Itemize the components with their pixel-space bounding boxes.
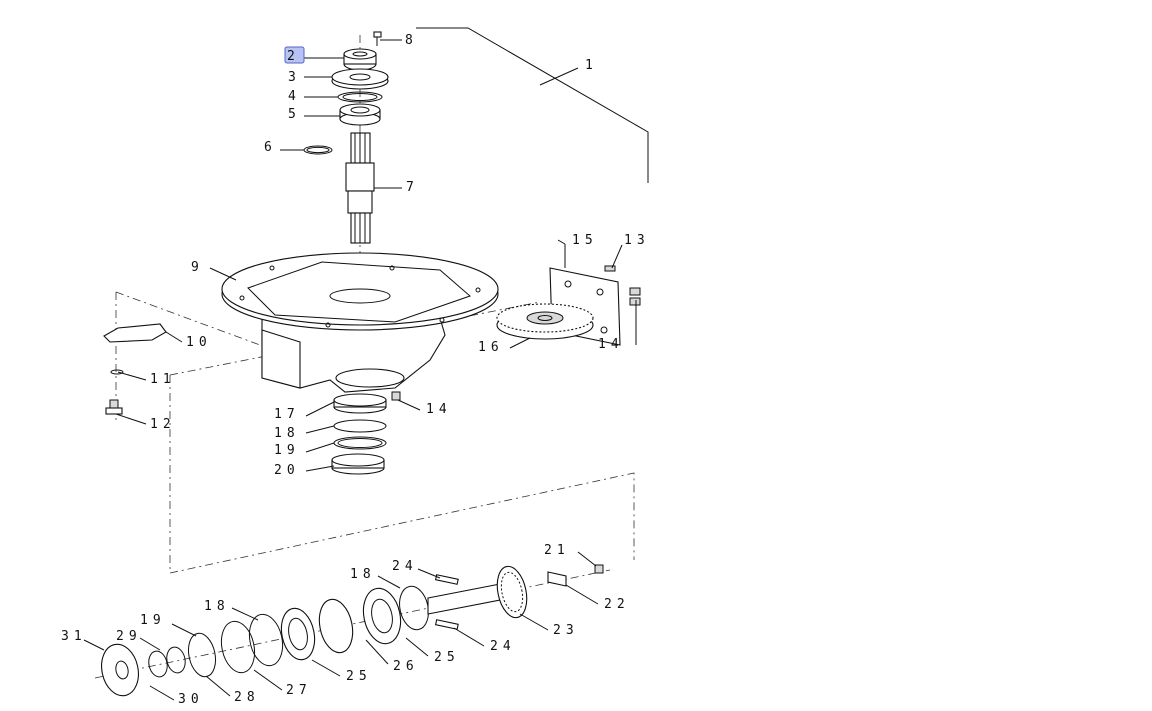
lower-shaft-assembly <box>101 564 604 697</box>
callout-15[interactable]: 15 <box>572 233 598 248</box>
callout-7[interactable]: 7 <box>406 180 419 195</box>
callout-8[interactable]: 8 <box>405 33 418 48</box>
part-7-shaft <box>345 132 375 244</box>
callout-25-left[interactable]: 25 <box>346 669 372 684</box>
callout-27[interactable]: 27 <box>286 683 312 698</box>
callout-19-upper[interactable]: 19 <box>274 443 300 458</box>
callouts: 1 2 3 4 5 6 7 8 9 10 11 12 13 14 14 15 1… <box>61 33 650 707</box>
callout-18-lower[interactable]: 18 <box>204 599 230 614</box>
callout-17[interactable]: 17 <box>274 407 300 422</box>
callout-21[interactable]: 21 <box>544 543 570 558</box>
callout-14-lower[interactable]: 14 <box>426 402 452 417</box>
callout-11[interactable]: 11 <box>150 372 176 387</box>
callout-25-right[interactable]: 25 <box>434 650 460 665</box>
callout-4[interactable]: 4 <box>288 89 301 104</box>
leader-lines <box>83 39 637 701</box>
callout-2-highlight <box>284 46 305 64</box>
part-3-flange <box>331 68 389 90</box>
part-6-circlip <box>303 145 333 155</box>
alignment-frame-lower <box>169 472 635 574</box>
part-16-bevel-gear <box>496 303 594 340</box>
callout-3[interactable]: 3 <box>288 70 301 85</box>
callout-9[interactable]: 9 <box>191 260 204 275</box>
part-5-bearing <box>339 103 381 126</box>
part-9-housing <box>221 252 499 401</box>
callout-5[interactable]: 5 <box>288 107 301 122</box>
callout-1[interactable]: 1 <box>585 58 598 73</box>
callout-2[interactable]: 2 <box>287 49 300 64</box>
parts-17-20-lower-rings <box>331 393 387 475</box>
callout-24-lower[interactable]: 24 <box>490 639 516 654</box>
assembly-bracket <box>416 27 649 183</box>
callout-20[interactable]: 20 <box>274 463 300 478</box>
callout-28[interactable]: 28 <box>234 690 260 705</box>
callout-16[interactable]: 16 <box>478 340 504 355</box>
callout-24-upper[interactable]: 24 <box>392 559 418 574</box>
callout-6[interactable]: 6 <box>264 140 277 155</box>
part-13-14-screws <box>604 265 641 306</box>
alignment-frame-upper <box>115 291 541 573</box>
callout-19-lower[interactable]: 19 <box>140 613 166 628</box>
callout-10[interactable]: 10 <box>186 335 212 350</box>
callout-22[interactable]: 22 <box>604 597 630 612</box>
callout-23[interactable]: 23 <box>553 623 579 638</box>
callout-12[interactable]: 12 <box>150 417 176 432</box>
callout-18-upper[interactable]: 18 <box>274 426 300 441</box>
part-2-seal <box>343 48 377 71</box>
callout-26[interactable]: 26 <box>393 659 419 674</box>
callout-18-middle[interactable]: 18 <box>350 567 376 582</box>
part-10-11-12-left-parts <box>103 323 167 415</box>
callout-13[interactable]: 13 <box>624 233 650 248</box>
callout-30[interactable]: 30 <box>178 692 204 707</box>
part-8-screw <box>373 31 382 46</box>
callout-31[interactable]: 31 <box>61 629 87 644</box>
callout-14-right[interactable]: 14 <box>598 337 624 352</box>
callout-29[interactable]: 29 <box>116 629 142 644</box>
